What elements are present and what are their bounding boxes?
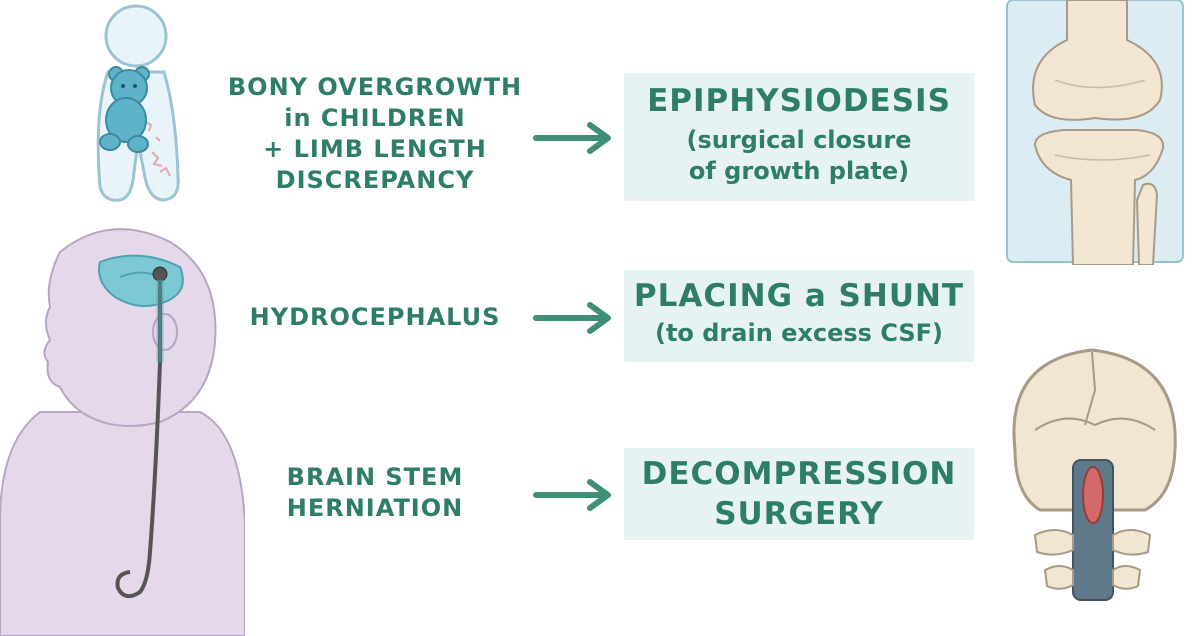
condition-line: BONY OVERGROWTH [227, 73, 523, 101]
condition-line: HYDROCEPHALUS [249, 303, 501, 331]
skull-base-icon [1012, 348, 1177, 601]
condition-brain-stem-herniation: BRAIN STEM HERNIATION [210, 462, 540, 524]
treatment-box-epiphysiodesis: EPIPHYSIODESIS (surgical closure of grow… [624, 73, 974, 201]
condition-line: in CHILDREN [284, 104, 466, 132]
condition-line: BRAIN STEM [286, 463, 464, 491]
treatment-title: DECOMPRESSION [641, 456, 957, 492]
right-arrow-icon [533, 302, 611, 334]
treatment-title: EPIPHYSIODESIS [647, 83, 951, 119]
treatment-subtitle: (surgical closure [686, 126, 912, 154]
right-arrow-icon [533, 479, 611, 511]
right-arrow-icon [533, 122, 611, 154]
treatment-subtitle: of growth plate) [688, 157, 910, 185]
treatment-subtitle: (to drain excess CSF) [654, 319, 944, 347]
knee-bones-icon [1006, 0, 1184, 265]
infant-with-shunt-icon [0, 228, 245, 636]
treatment-title: PLACING a SHUNT [633, 278, 965, 314]
treatment-box-decompression: DECOMPRESSION SURGERY [624, 448, 974, 540]
condition-line: + LIMB LENGTH [263, 135, 487, 163]
condition-line: DISCREPANCY [275, 166, 475, 194]
condition-hydrocephalus: HYDROCEPHALUS [210, 302, 540, 333]
treatment-box-shunt: PLACING a SHUNT (to drain excess CSF) [624, 270, 974, 362]
condition-line: HERNIATION [286, 494, 464, 522]
treatment-title: SURGERY [714, 496, 884, 532]
child-with-teddy-bear-icon [96, 4, 180, 202]
condition-bony-overgrowth: BONY OVERGROWTH in CHILDREN + LIMB LENGT… [210, 72, 540, 196]
